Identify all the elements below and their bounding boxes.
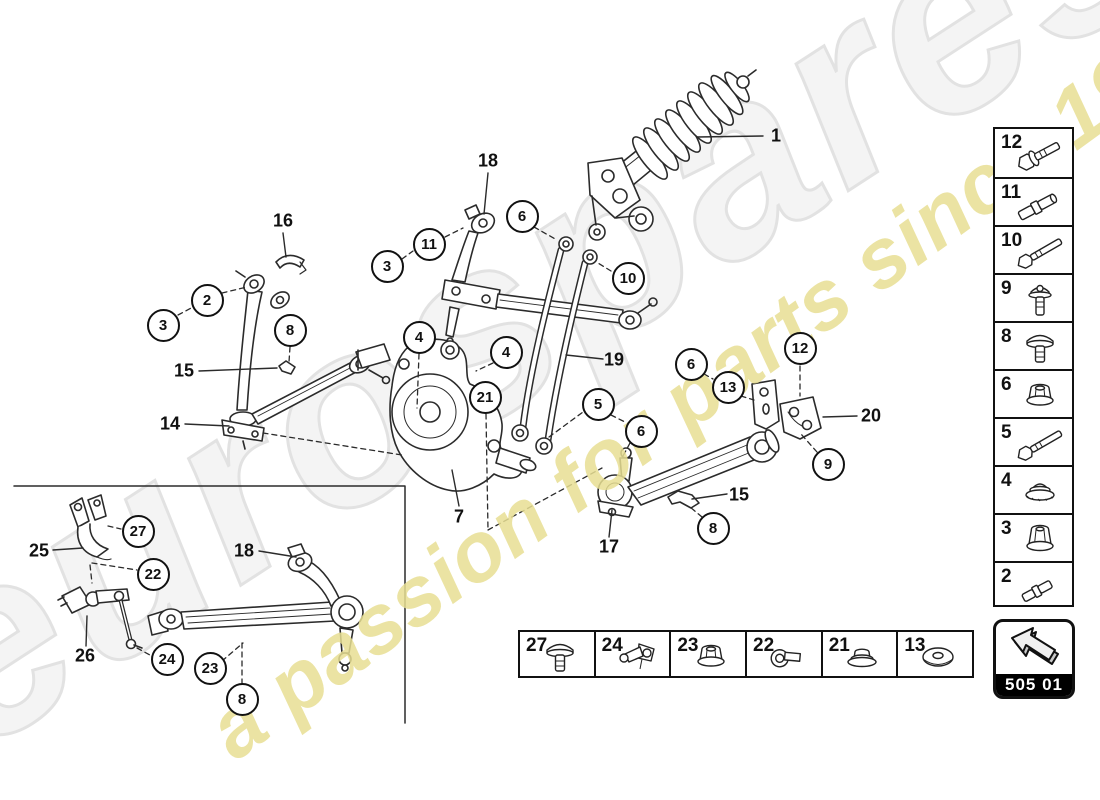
callout-21[interactable]: 21 [468, 380, 502, 414]
screw-button-icon [1008, 325, 1072, 374]
label-25: 25 [28, 540, 50, 561]
page-code-label: 505 01 [996, 674, 1072, 696]
page-code-box[interactable]: 505 01 [993, 619, 1075, 699]
callout-8[interactable]: 8 [225, 682, 259, 716]
callout-3[interactable]: 3 [146, 308, 180, 342]
trailing-arm-art [597, 379, 822, 518]
legend-number: 9 [1001, 278, 1012, 299]
callout-6[interactable]: 6 [505, 199, 539, 233]
callout-23[interactable]: 23 [193, 651, 227, 685]
label-18: 18 [233, 540, 255, 561]
legend-number: 27 [526, 635, 548, 656]
inset-parts-art [13, 485, 406, 724]
bolt-socket-icon [755, 634, 819, 683]
legend-item-3[interactable]: 3 [995, 513, 1072, 561]
callout-4[interactable]: 4 [402, 320, 436, 354]
legend-number: 2 [1001, 566, 1012, 587]
legend-item-5[interactable]: 5 [995, 417, 1072, 465]
leader-lines-dashed [89, 226, 818, 685]
callout-24[interactable]: 24 [150, 642, 184, 676]
callout-27[interactable]: 27 [121, 514, 155, 548]
leader-lines-solid [52, 135, 858, 647]
fastener-legend-sidebar: 12 11 10 9 8 [993, 127, 1074, 607]
v-link-art [511, 236, 598, 455]
shock-absorber-art [587, 69, 757, 241]
callout-9[interactable]: 9 [811, 447, 845, 481]
legend-number: 21 [828, 635, 850, 656]
screw-button-icon [528, 634, 592, 683]
bracket-lever-icon [603, 634, 667, 683]
knuckle-art [355, 338, 537, 492]
pin-small-icon [1008, 565, 1072, 614]
bolt-long-icon [1008, 229, 1072, 278]
legend-item-12[interactable]: 12 [995, 129, 1072, 177]
callout-11[interactable]: 11 [412, 227, 446, 261]
legend-number: 23 [677, 635, 699, 656]
legend-number: 10 [1001, 230, 1023, 251]
legend-item-9[interactable]: 9 [995, 273, 1072, 321]
callout-13[interactable]: 13 [711, 370, 745, 404]
label-20: 20 [860, 405, 882, 426]
nut-flange-icon [1008, 373, 1072, 422]
legend-item-6[interactable]: 6 [995, 369, 1072, 417]
legend-number: 4 [1001, 470, 1012, 491]
legend-item-4[interactable]: 4 [995, 465, 1072, 513]
label-26: 26 [74, 645, 96, 666]
arrow-up-left-icon [996, 622, 1072, 674]
legend-item-8[interactable]: 8 [995, 321, 1072, 369]
legend-item-10[interactable]: 10 [995, 225, 1072, 273]
upper-left-wishbone-art [221, 254, 391, 450]
nut-flange-icon [679, 634, 743, 683]
legend-item-11[interactable]: 11 [995, 177, 1072, 225]
legend-item-23[interactable]: 23 [669, 632, 745, 676]
callout-2[interactable]: 2 [190, 283, 224, 317]
label-16: 16 [272, 210, 294, 231]
callout-6[interactable]: 6 [674, 347, 708, 381]
callout-5[interactable]: 5 [581, 387, 615, 421]
legend-number: 22 [753, 635, 775, 656]
callout-8[interactable]: 8 [273, 313, 307, 347]
legend-number: 6 [1001, 374, 1012, 395]
screw-torx-icon [1008, 277, 1072, 326]
legend-number: 3 [1001, 518, 1012, 539]
label-14: 14 [159, 413, 181, 434]
label-19: 19 [603, 349, 625, 370]
legend-number: 24 [601, 635, 623, 656]
washer-disc-icon [906, 634, 970, 683]
legend-number: 11 [1001, 182, 1022, 203]
callout-4[interactable]: 4 [489, 335, 523, 369]
callout-6[interactable]: 6 [624, 414, 658, 448]
fastener-legend-bottom: 27 24 23 22 21 [518, 630, 974, 678]
legend-number: 8 [1001, 326, 1012, 347]
legend-item-27[interactable]: 27 [520, 632, 594, 676]
callout-22[interactable]: 22 [136, 557, 170, 591]
label-18: 18 [477, 150, 499, 171]
legend-item-24[interactable]: 24 [593, 632, 670, 676]
legend-number: 12 [1001, 132, 1023, 153]
center-wishbone-art [441, 204, 658, 345]
callout-3[interactable]: 3 [370, 249, 404, 283]
nut-washer-icon [830, 634, 894, 683]
label-1: 1 [770, 125, 782, 146]
bolt-flange-icon [1008, 131, 1072, 180]
legend-item-21[interactable]: 21 [820, 632, 897, 676]
label-7: 7 [453, 506, 465, 527]
callout-12[interactable]: 12 [783, 331, 817, 365]
legend-item-2[interactable]: 2 [995, 561, 1072, 609]
callout-10[interactable]: 10 [611, 261, 645, 295]
label-15: 15 [728, 484, 750, 505]
legend-item-13[interactable]: 13 [896, 632, 972, 676]
bolt-long-icon [1008, 421, 1072, 470]
legend-number: 5 [1001, 422, 1012, 443]
label-15: 15 [173, 360, 195, 381]
nut-dome-icon [1008, 469, 1072, 518]
legend-item-22[interactable]: 22 [745, 632, 821, 676]
pin-stepped-icon [1008, 181, 1072, 230]
legend-number: 13 [904, 635, 926, 656]
callout-8[interactable]: 8 [696, 511, 730, 545]
nut-lock-icon [1008, 517, 1072, 566]
label-17: 17 [598, 536, 620, 557]
